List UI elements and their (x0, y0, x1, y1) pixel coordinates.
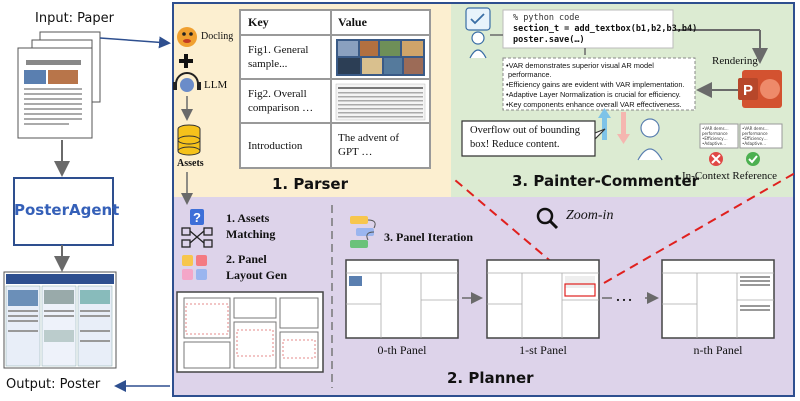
table-key-fig2-line2: comparison … (248, 102, 314, 114)
framework-frame (172, 2, 795, 397)
comment-bubble (461, 120, 606, 157)
bullet-line: •Key components enhance overall VAR effe… (506, 100, 682, 109)
svg-text:P: P (743, 82, 753, 99)
output-poster-thumbnail (3, 271, 117, 369)
table-header-key: Key (248, 15, 269, 29)
input-label: Input: Paper (35, 11, 114, 26)
bullet-box (502, 57, 696, 111)
assets-matching-icon (181, 227, 213, 248)
commenter-person-icon (637, 118, 663, 161)
table-value-intro-line1: The advent of (338, 132, 400, 144)
card-good-line: performance (742, 131, 768, 136)
bullet-line: •Adaptive Layer Normalization is crucial… (506, 90, 681, 99)
feedback-arrows-icon (598, 108, 630, 144)
card-good-line: •Adaptive… (742, 141, 767, 146)
bullet-line: •Efficiency gains are evident with VAR i… (506, 80, 685, 89)
card-good-line: •Efficiency… (742, 136, 768, 141)
code-box (502, 9, 674, 49)
plus-icon (179, 54, 193, 68)
reference-card-good (739, 123, 783, 149)
layout-blocks-icon (182, 255, 207, 280)
table-value-intro-line2: GPT … (338, 146, 373, 158)
question-mark-icon: ? (190, 209, 204, 225)
docling-duck-icon (177, 27, 197, 47)
card-good-line: •VAR dems… (742, 126, 769, 131)
assets-matching-line1: 1. Assets (226, 211, 270, 225)
table-key-intro: Introduction (248, 140, 303, 152)
table-key-fig2-line1: Fig2. Overall (248, 88, 307, 100)
zoom-in-label: Zoom-in (566, 208, 614, 223)
parser-title: 1. Parser (272, 175, 348, 193)
zoom-line-right (603, 172, 796, 284)
comment-line1: Overflow out of bounding (470, 125, 580, 136)
llm-headset-icon (173, 72, 201, 92)
magnifier-icon (536, 207, 559, 230)
panel-ellipsis: … (615, 285, 633, 305)
green-check-icon (746, 152, 760, 166)
docling-label: Docling (201, 31, 234, 42)
code-line-comment: % python code (513, 13, 580, 23)
painter-robot-icon (465, 7, 491, 59)
layout-gen-line1: 2. Panel (226, 252, 267, 266)
llm-label: LLM (204, 79, 228, 91)
red-x-icon (709, 152, 723, 166)
panel-iteration-icon (350, 216, 376, 248)
card-bad-line: performance (702, 131, 728, 136)
poster-agent-label: PosterAgent (14, 201, 120, 219)
code-line-textbox: section_t = add_textbox(b1,b2,b3,b4) (513, 24, 698, 34)
layout-gen-sketch (176, 291, 324, 373)
fig2-thumbnail (335, 83, 426, 121)
svg-text:?: ? (193, 210, 201, 225)
panel-1-thumbnail (486, 259, 600, 339)
comment-line2: box! Reduce content. (470, 139, 560, 150)
reference-card-bad (699, 123, 739, 149)
rendering-label: Rendering (712, 55, 758, 67)
fig1-thumbnail (336, 39, 425, 76)
assets-label: Assets (177, 158, 204, 169)
in-context-label: In-Context Reference (682, 170, 777, 182)
card-bad-line: •VAR dems… (702, 126, 729, 131)
panel-1-label: 1-st Panel (519, 343, 567, 357)
panel-iteration-label: 3. Panel Iteration (384, 230, 473, 244)
assets-database-icon (177, 124, 201, 156)
paper-stack-icon (17, 31, 101, 139)
panel-n-label: n-th Panel (693, 343, 743, 357)
table-key-fig1-line1: Fig1. General (248, 44, 309, 56)
card-bad-line: •Efficiency… (702, 136, 728, 141)
table-header-value: Value (338, 15, 367, 29)
panel-n-thumbnail (661, 259, 775, 339)
painter-title: 3. Painter-Commenter (512, 172, 700, 190)
output-label: Output: Poster (6, 377, 101, 392)
bullet-line: performance. (508, 70, 552, 79)
code-line-save: poster.save(…) (513, 35, 585, 45)
table-key-fig1-line2: sample... (248, 58, 288, 70)
powerpoint-icon: P (738, 70, 782, 108)
panel-0-label: 0-th Panel (377, 343, 427, 357)
assets-matching-line2: Matching (226, 227, 276, 241)
bullet-line: •VAR demonstrates superior visual AR mod… (506, 61, 654, 70)
layout-gen-line2: Layout Gen (226, 268, 288, 282)
card-bad-line: •Adaptive… (702, 141, 727, 146)
planner-title: 2. Planner (447, 369, 534, 387)
panel-0-thumbnail (345, 259, 459, 339)
poster-agent-box (13, 177, 114, 246)
